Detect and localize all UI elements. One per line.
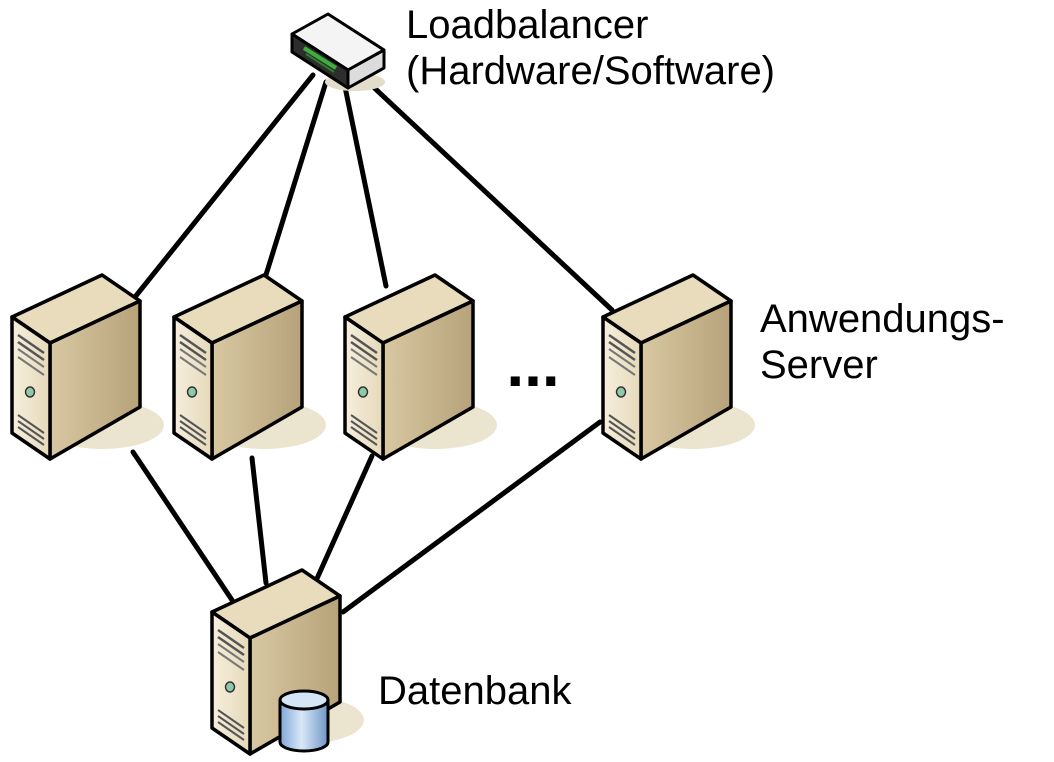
link-lb-server-1 <box>132 72 316 300</box>
link-server-2-db <box>249 455 269 586</box>
database-server-icon <box>210 568 366 756</box>
server-tower-icon <box>343 273 499 461</box>
server-tower-icon <box>172 273 328 461</box>
app-server-label-line2: Server <box>760 343 878 387</box>
link-server-3-db <box>312 453 375 586</box>
database-label-text: Datenbank <box>378 669 572 713</box>
app-server-label: Anwendungs- Server <box>760 296 1005 388</box>
link-server-4-db <box>340 419 603 615</box>
server-tower-icon <box>10 273 166 461</box>
app-server-label-line1: Anwendungs- <box>760 297 1005 341</box>
link-server-1-db <box>130 449 235 603</box>
database-cylinder-icon <box>278 689 330 753</box>
link-lb-server-4 <box>365 79 615 313</box>
link-lb-server-3 <box>341 79 389 289</box>
server-tower-icon <box>601 273 757 461</box>
link-lb-server-2 <box>262 79 329 281</box>
loadbalancer-label: Loadbalancer (Hardware/Software) <box>406 2 775 94</box>
server-ellipsis: ... <box>506 328 559 400</box>
network-switch-icon <box>290 12 386 91</box>
loadbalancer-label-line1: Loadbalancer <box>406 3 649 47</box>
database-label: Datenbank <box>378 668 571 714</box>
loadbalancer-label-line2: (Hardware/Software) <box>406 49 776 93</box>
connection-lines <box>130 72 615 615</box>
